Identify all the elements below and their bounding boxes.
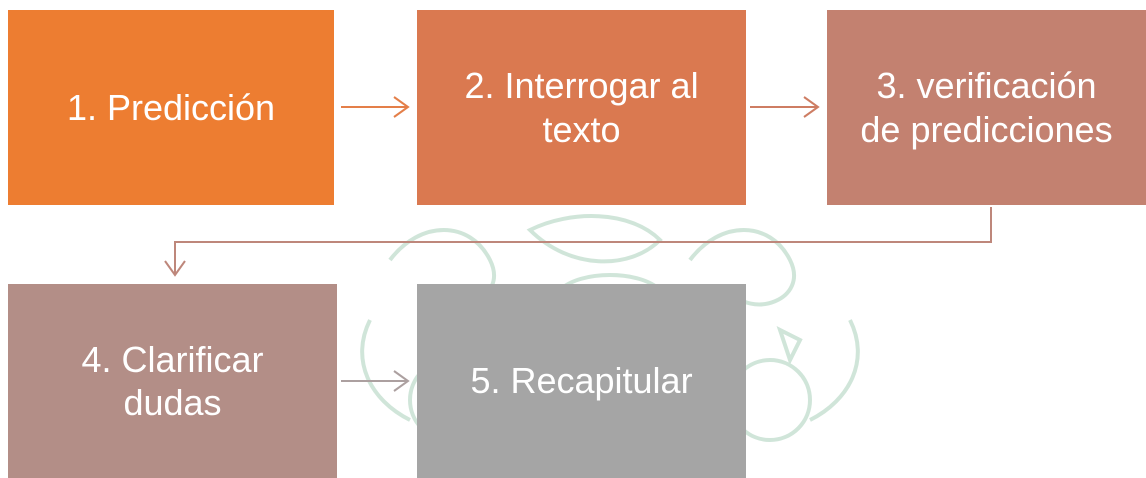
step-4-label: 4. Clarificar dudas [81, 338, 264, 423]
step-4-box: 4. Clarificar dudas [8, 284, 337, 478]
step-2-label: 2. Interrogar al texto [464, 65, 699, 150]
step-1-label: 1. Predicción [66, 86, 276, 128]
step-3-box: 3. verificación de predicciones [827, 10, 1146, 205]
step-2-box: 2. Interrogar al texto [417, 10, 746, 205]
step-5-box: 5. Recapitular [417, 284, 746, 478]
arrow-step1-to-step2 [341, 96, 410, 118]
step-3-label: 3. verificación de predicciones [860, 65, 1113, 150]
step-5-label: 5. Recapitular [470, 360, 693, 402]
arrow-step2-to-step3 [750, 96, 820, 118]
step-1-box: 1. Predicción [8, 10, 334, 205]
